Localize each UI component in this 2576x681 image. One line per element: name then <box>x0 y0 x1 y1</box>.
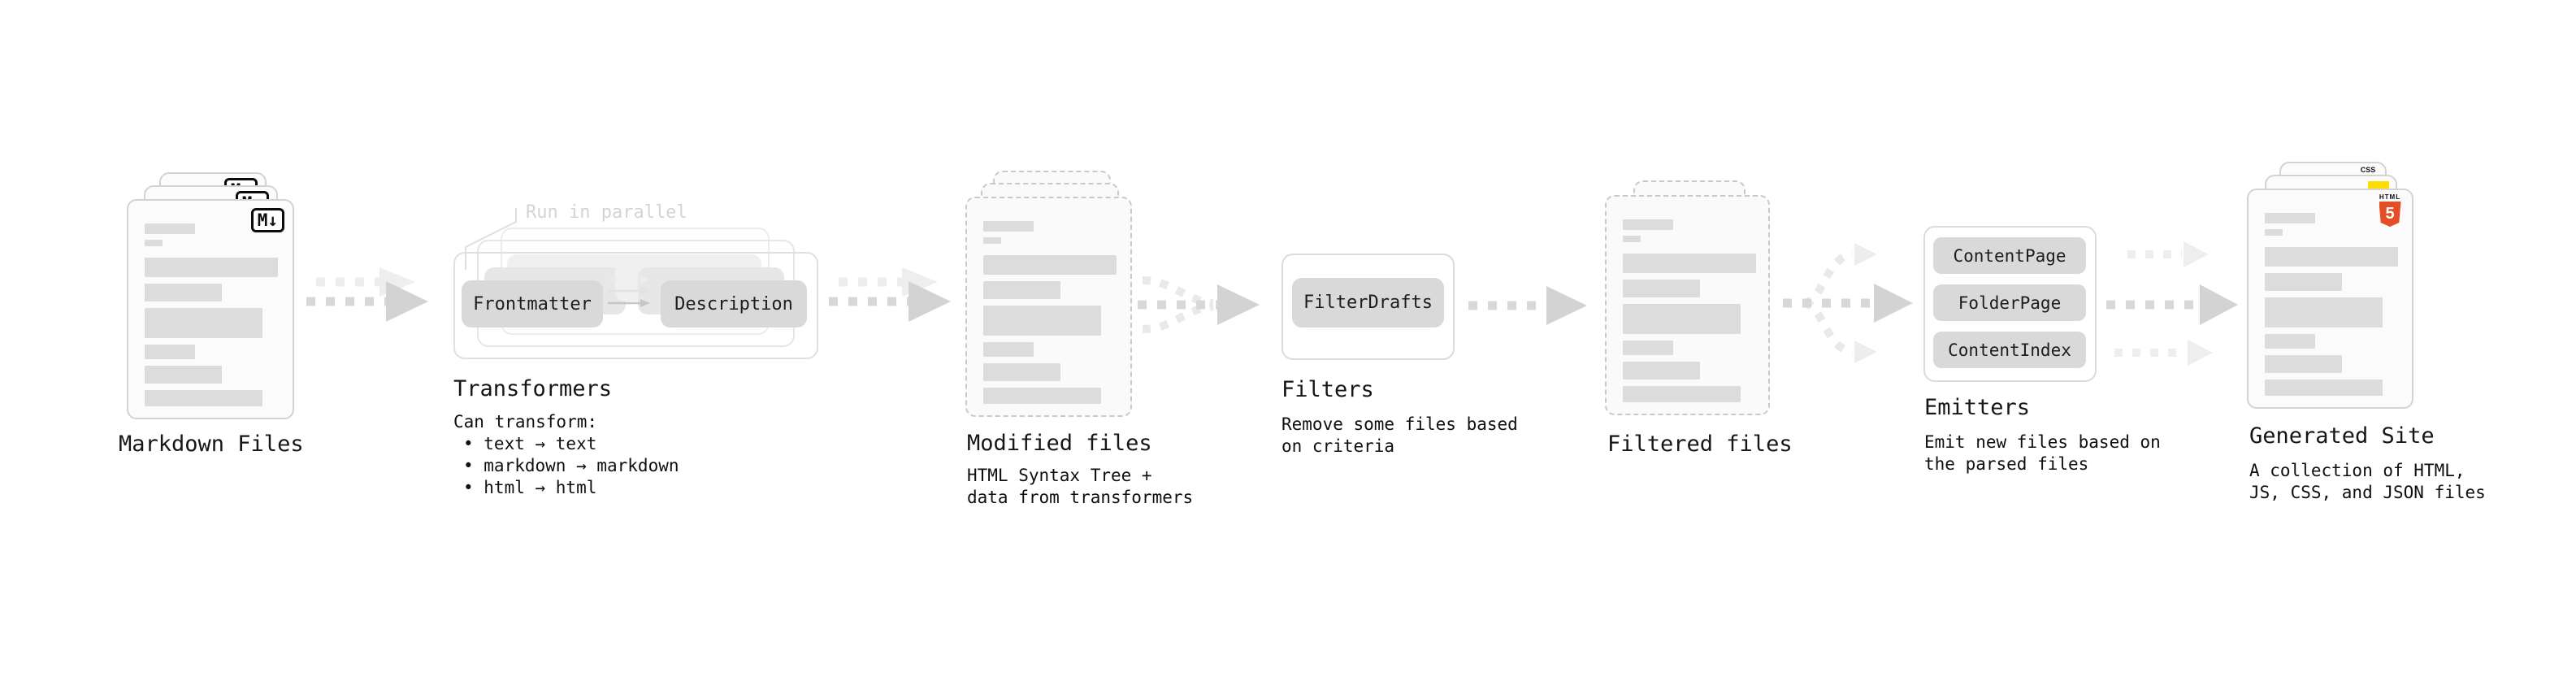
html5-icon: HTML 5 <box>2378 193 2402 227</box>
frontmatter-pill: Frontmatter <box>462 280 603 327</box>
transformers-bullet: • markdown → markdown <box>463 456 679 475</box>
transform-step-arrows <box>608 275 650 307</box>
html5-icon-label: HTML <box>2379 193 2401 201</box>
generated-site-label: Generated Site <box>2249 423 2435 449</box>
arrow-filtered-to-emitters <box>1783 243 1913 363</box>
filtered-file-card-front <box>1605 195 1770 415</box>
generated-desc-line: A collection of HTML, <box>2249 461 2465 480</box>
emitters-desc-line: the parsed files <box>1924 454 2089 474</box>
modified-desc-line: HTML Syntax Tree + <box>967 466 1152 485</box>
arrow-filters-to-filtered <box>1468 286 1587 325</box>
transformers-label: Transformers <box>453 376 613 401</box>
contentindex-pill: ContentIndex <box>1933 332 2086 368</box>
contentpage-pill: ContentPage <box>1933 237 2086 274</box>
filters-desc-line: on criteria <box>1281 436 1395 456</box>
arrow-modified-to-filters <box>1138 276 1260 333</box>
arrow-markdown-to-transformers <box>306 267 428 322</box>
callout-leader-line <box>465 208 517 270</box>
transformers-desc-title: Can transform: <box>453 412 598 432</box>
modified-file-card-front <box>965 197 1132 417</box>
transformer-frame-front <box>453 252 818 359</box>
doc-content-skeleton <box>2265 213 2398 396</box>
html5-icon-number: 5 <box>2385 205 2395 223</box>
html5-icon-shield: 5 <box>2379 202 2401 227</box>
generated-desc-line: JS, CSS, and JSON files <box>2249 483 2486 502</box>
doc-content-skeleton <box>145 223 278 406</box>
modified-files-label: Modified files <box>967 431 1152 456</box>
emitters-description: Emit new files based on the parsed files <box>1924 432 2161 475</box>
filters-desc-line: Remove some files based <box>1281 414 1518 434</box>
generated-site-description: A collection of HTML, JS, CSS, and JSON … <box>2249 460 2486 504</box>
generated-html-card: HTML 5 <box>2247 189 2413 409</box>
run-in-parallel-label: Run in parallel <box>526 202 687 223</box>
doc-content-skeleton <box>983 221 1117 404</box>
modified-desc-line: data from transformers <box>967 488 1194 507</box>
transformers-bullet: • text → text <box>463 434 597 453</box>
modified-files-description: HTML Syntax Tree + data from transformer… <box>967 465 1193 509</box>
markdown-files-label: Markdown Files <box>119 432 304 457</box>
doc-content-skeleton <box>1623 219 1756 402</box>
description-pill: Description <box>661 280 807 327</box>
markdown-icon: M↓ <box>250 208 284 232</box>
filters-label: Filters <box>1281 377 1374 402</box>
css-icon-label: CSS <box>2360 166 2376 174</box>
filterdrafts-pill: FilterDrafts <box>1292 278 1444 327</box>
markdown-file-card-front: M↓ <box>127 199 294 419</box>
filtered-files-label: Filtered files <box>1607 432 1793 457</box>
arrow-emitters-to-generated <box>2106 241 2238 366</box>
arrow-transformers-to-modified <box>829 267 951 322</box>
emitters-desc-line: Emit new files based on <box>1924 432 2161 452</box>
transformers-description: Can transform: • text → text • markdown … <box>453 411 679 499</box>
folderpage-pill: FolderPage <box>1933 284 2086 321</box>
transformers-bullet: • html → html <box>463 478 597 497</box>
filters-description: Remove some files based on criteria <box>1281 414 1518 458</box>
emitters-label: Emitters <box>1924 395 2031 420</box>
